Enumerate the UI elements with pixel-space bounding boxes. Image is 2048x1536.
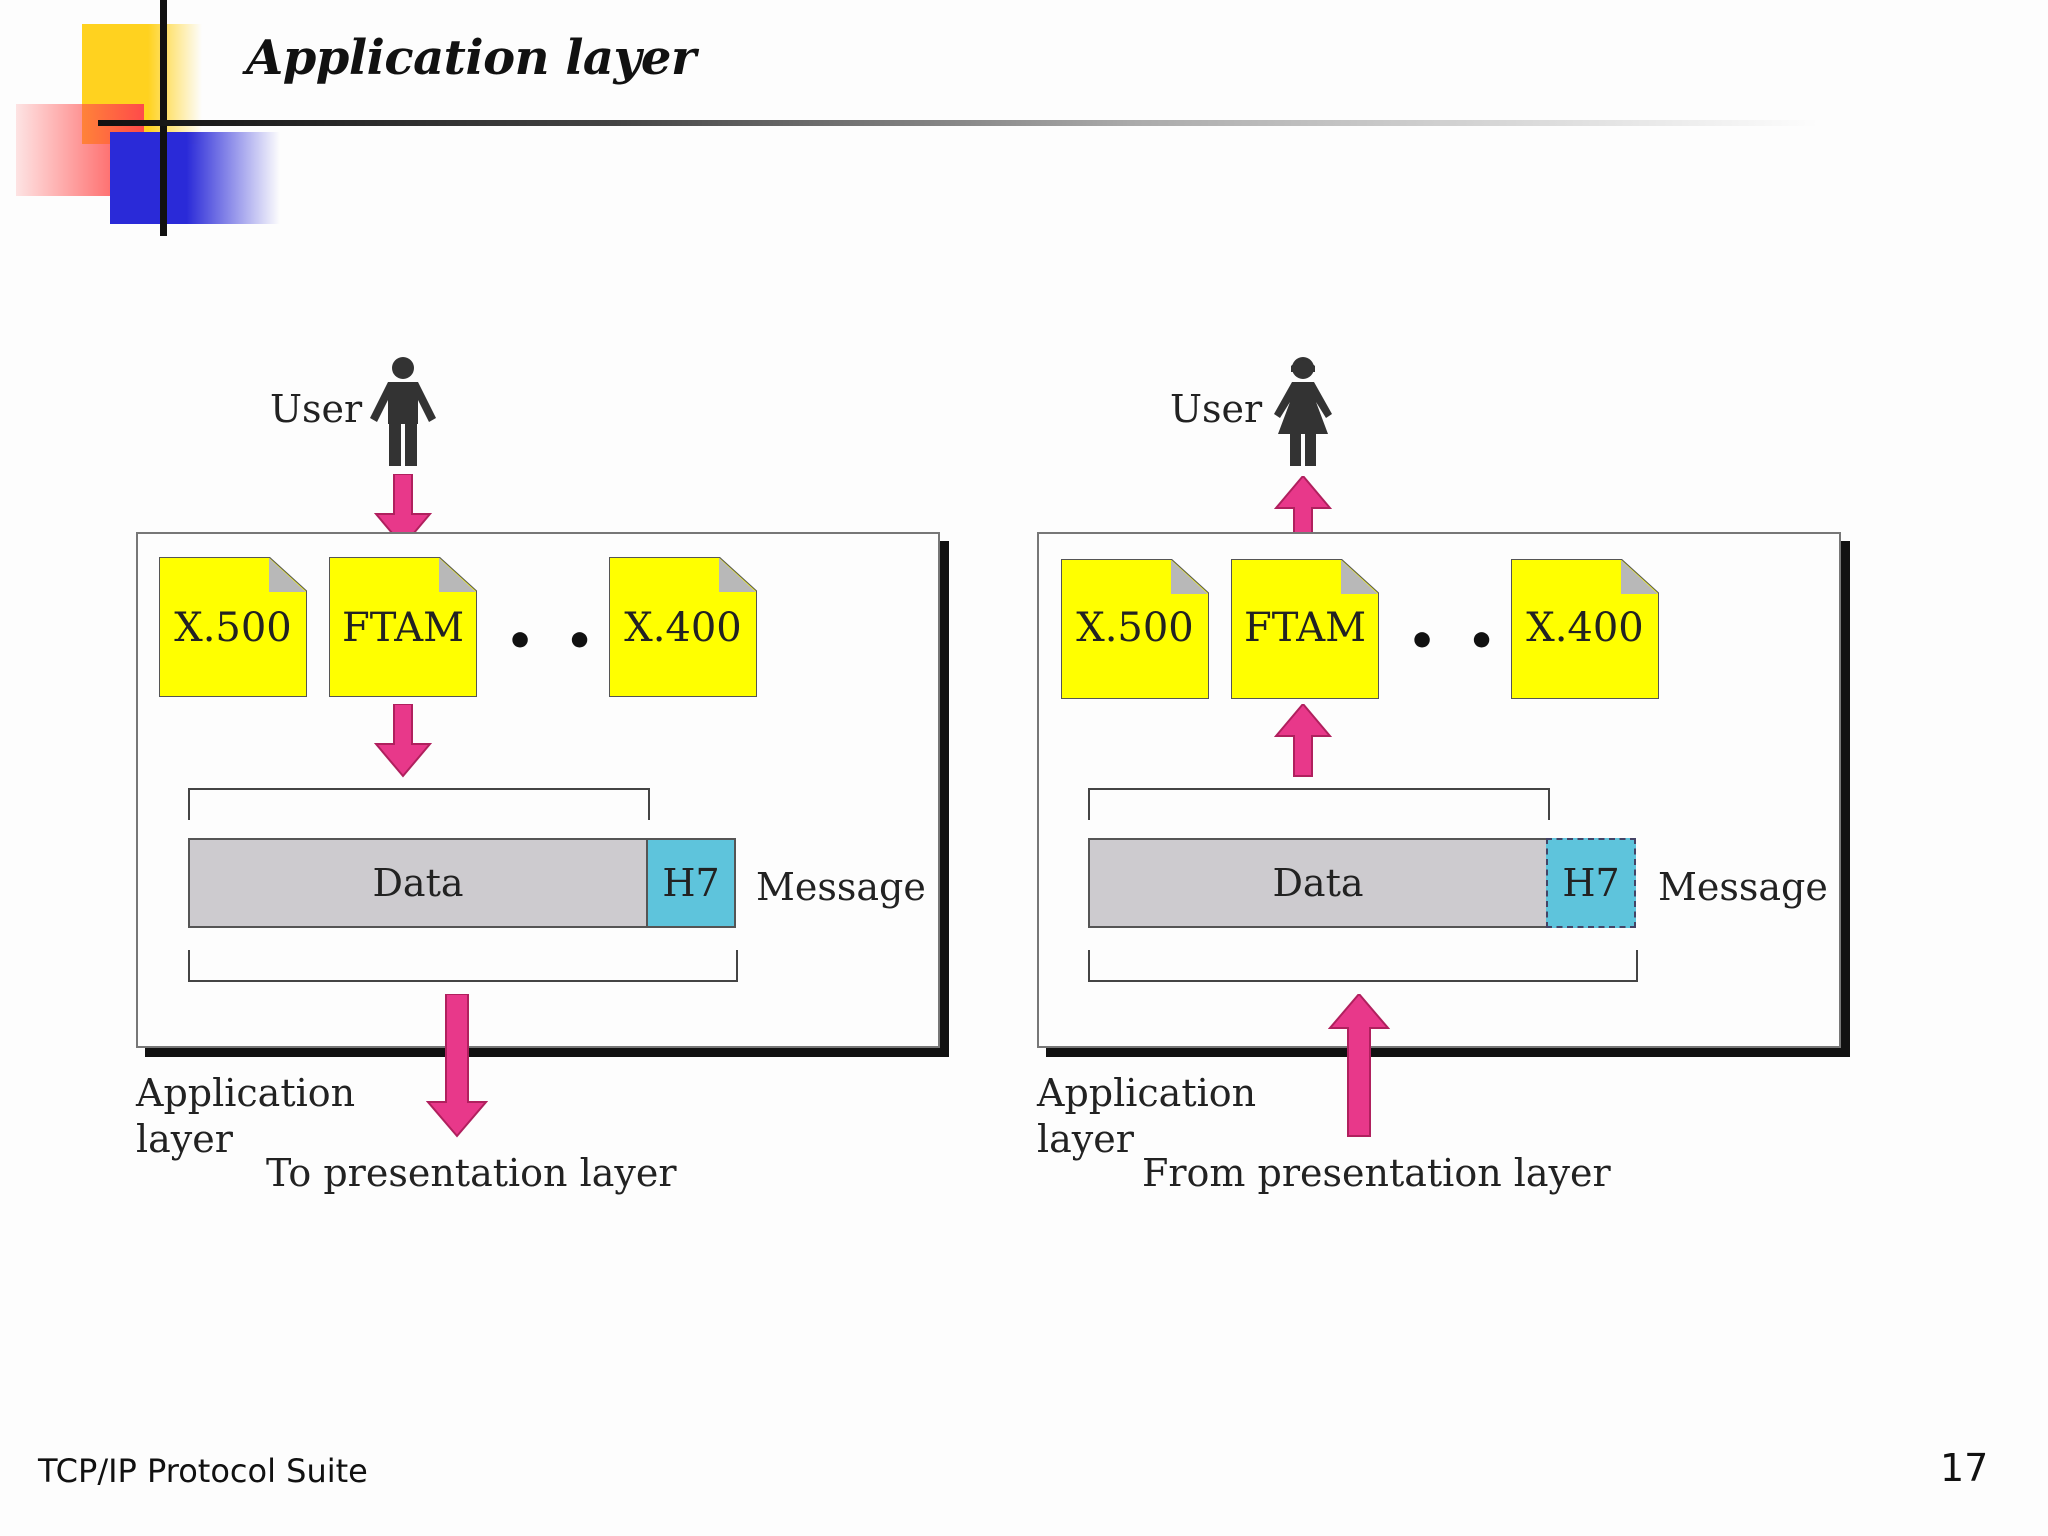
down-arrow-icon — [426, 994, 488, 1138]
female-user-icon — [1274, 357, 1332, 466]
up-arrow-icon — [1328, 994, 1390, 1137]
slide-title: Application layer — [246, 30, 696, 86]
message-label: Message — [756, 865, 926, 909]
layer-label-line1: Application — [136, 1071, 356, 1115]
male-user-icon — [370, 357, 436, 466]
down-arrow-icon — [374, 704, 432, 778]
receiver-user-label: User — [1170, 387, 1263, 431]
page-number: 17 — [1940, 1446, 1989, 1490]
up-arrow-icon — [1274, 704, 1332, 777]
data-bracket — [1088, 788, 1550, 820]
h7-header-box: H7 — [1546, 838, 1636, 928]
doc-ftam-label: FTAM — [341, 605, 465, 651]
down-arrow-icon — [374, 474, 432, 548]
h7-header-box: H7 — [646, 838, 736, 928]
direction-label: To presentation layer — [266, 1151, 677, 1195]
message-bracket — [1088, 950, 1638, 982]
footer-title: TCP/IP Protocol Suite — [38, 1452, 368, 1490]
logo-vertical-line — [160, 0, 167, 236]
message-label: Message — [1658, 865, 1828, 909]
data-bracket — [188, 788, 650, 820]
layer-label-line2: layer — [1037, 1117, 1134, 1161]
message-bracket — [188, 950, 738, 982]
doc-ftam-label: FTAM — [1243, 605, 1367, 651]
doc-x500-label: X.500 — [1076, 605, 1194, 651]
sender-user-label: User — [270, 387, 363, 431]
doc-x400-label: X.400 — [1526, 605, 1644, 651]
layer-label-line2: layer — [136, 1117, 233, 1161]
data-box: Data — [188, 838, 648, 928]
doc-x400-label: X.400 — [624, 605, 742, 651]
data-box: Data — [1088, 838, 1548, 928]
logo-blue-square — [110, 132, 280, 224]
doc-x500-label: X.500 — [174, 605, 292, 651]
layer-label-line1: Application — [1037, 1071, 1257, 1115]
title-underline — [98, 120, 1818, 126]
direction-label: From presentation layer — [1142, 1151, 1611, 1195]
